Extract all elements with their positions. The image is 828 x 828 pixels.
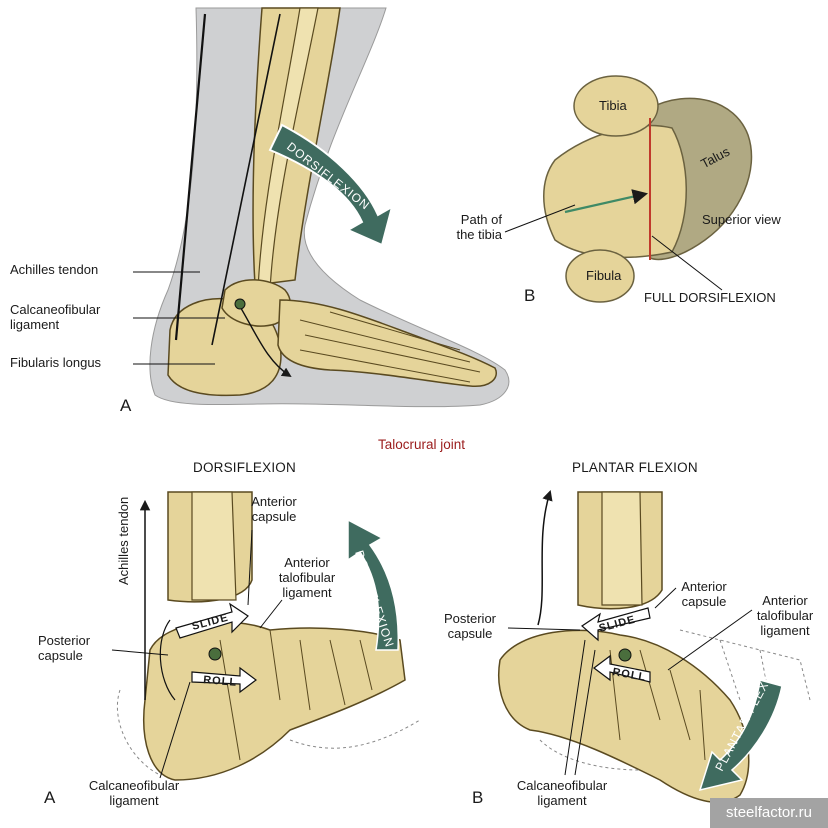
tibia-superior-surface <box>543 124 687 259</box>
plantar-leader-calcfib-1 <box>564 639 586 776</box>
dorsi-axis-marker <box>208 647 222 661</box>
title-dorsiflexion: DORSIFLEXION <box>193 460 296 475</box>
metatarsal-lines <box>299 311 481 383</box>
dorsi-leader-postcap <box>111 649 169 656</box>
label-achilles-tendon: Achilles tendon <box>10 262 99 277</box>
title-plantar-flexion: PLANTAR FLEXION <box>572 460 698 475</box>
dorsi-fibula <box>191 491 237 601</box>
plantar-leader-calcfib-2 <box>574 649 596 776</box>
dorsiflexion-diagram: SLIDE ROLL DORSIFLEXION <box>111 491 421 781</box>
watermark-badge: steelfactor.ru <box>710 798 828 828</box>
achilles-tendon-line-2 <box>211 13 281 346</box>
label-plantar-posterior-capsule: Posterior capsule <box>443 611 497 641</box>
midfoot-bones <box>277 299 497 387</box>
dorsi-foot <box>143 621 406 781</box>
leader-path <box>504 204 576 233</box>
panel-letter-top-b: B <box>524 286 536 305</box>
plantar-foot <box>498 629 750 803</box>
panel-letter-top-a: A <box>120 396 132 415</box>
plantar-leader-antcap <box>654 587 677 609</box>
dorsi-roll-arrow <box>191 666 257 694</box>
dorsi-dashed-outline <box>116 689 421 776</box>
dorsi-roll-text: ROLL <box>203 674 238 689</box>
dorsiflexion-arrow-top <box>268 123 394 247</box>
plantar-joint-lines <box>609 649 706 761</box>
superior-view <box>504 75 753 303</box>
label-superior-view: Superior view <box>702 212 781 227</box>
dorsi-slide-arrow <box>175 602 249 639</box>
label-dorsi-posterior-capsule: Posterior capsule <box>38 633 91 663</box>
panel-letter-bottom-a: A <box>44 788 56 807</box>
label-plantar-anterior-capsule: Anterior capsule <box>681 579 727 609</box>
label-achilles-vertical: Achilles tendon <box>116 496 131 585</box>
foot-lateral-view: DORSIFLEXION <box>133 7 510 408</box>
lateral-malleolus-marker <box>234 298 246 310</box>
plantar-roll-arrow <box>593 654 651 683</box>
label-dorsi-anterior-talofibular: Anterior talofibular ligament <box>278 555 336 600</box>
plantar-roll-text: ROLL <box>611 666 647 684</box>
dorsi-leader-talofib <box>259 599 283 629</box>
dorsi-leader-antcap <box>247 529 253 606</box>
label-dorsi-anterior-capsule: Anterior capsule <box>251 494 297 524</box>
label-full-dorsiflexion: FULL DORSIFLEXION <box>644 290 776 305</box>
dorsiflexion-arrow-bottom <box>347 518 400 651</box>
dorsi-joint-lines <box>219 629 373 761</box>
panel-letter-bottom-b: B <box>472 788 484 807</box>
figure-title-talocrural: Talocrural joint <box>378 437 466 452</box>
label-plantar-anterior-talofibular: Anterior talofibular ligament <box>756 593 814 638</box>
plantar-flexion-arrow <box>698 679 783 792</box>
path-of-tibia-arrow <box>564 189 649 214</box>
label-tibia-superior: Tibia <box>599 98 627 113</box>
fibula-oval <box>565 249 635 303</box>
plantar-leader-talofib <box>667 609 753 671</box>
plantar-fibula <box>601 491 643 606</box>
plantar-achilles-line <box>537 489 553 626</box>
plantar-axis-marker <box>618 648 632 662</box>
label-fibula: Fibula <box>586 268 622 283</box>
label-calcaneofibular-ligament: Calcaneofibular ligament <box>10 302 101 332</box>
dorsi-posterior-arc <box>159 619 176 701</box>
achilles-tendon-line <box>174 13 207 341</box>
plantar-flexion-diagram: SLIDE ROLL PLANTAR FLEXION <box>498 489 811 803</box>
label-fibularis-longus: Fibularis longus <box>10 355 102 370</box>
plantar-slide-arrow <box>581 607 651 642</box>
label-plantar-calcaneofibular: Calcaneofibular ligament <box>516 778 608 808</box>
plantar-leader-postcap <box>507 627 581 631</box>
leader-full <box>651 235 723 291</box>
label-path-of-tibia: Path of the tibia <box>456 212 502 242</box>
plantar-dashed-outline <box>539 629 811 771</box>
tibia-oval <box>573 75 659 137</box>
dorsi-leader-calcfib <box>159 681 191 779</box>
label-dorsi-calcaneofibular: Calcaneofibular ligament <box>88 778 180 808</box>
